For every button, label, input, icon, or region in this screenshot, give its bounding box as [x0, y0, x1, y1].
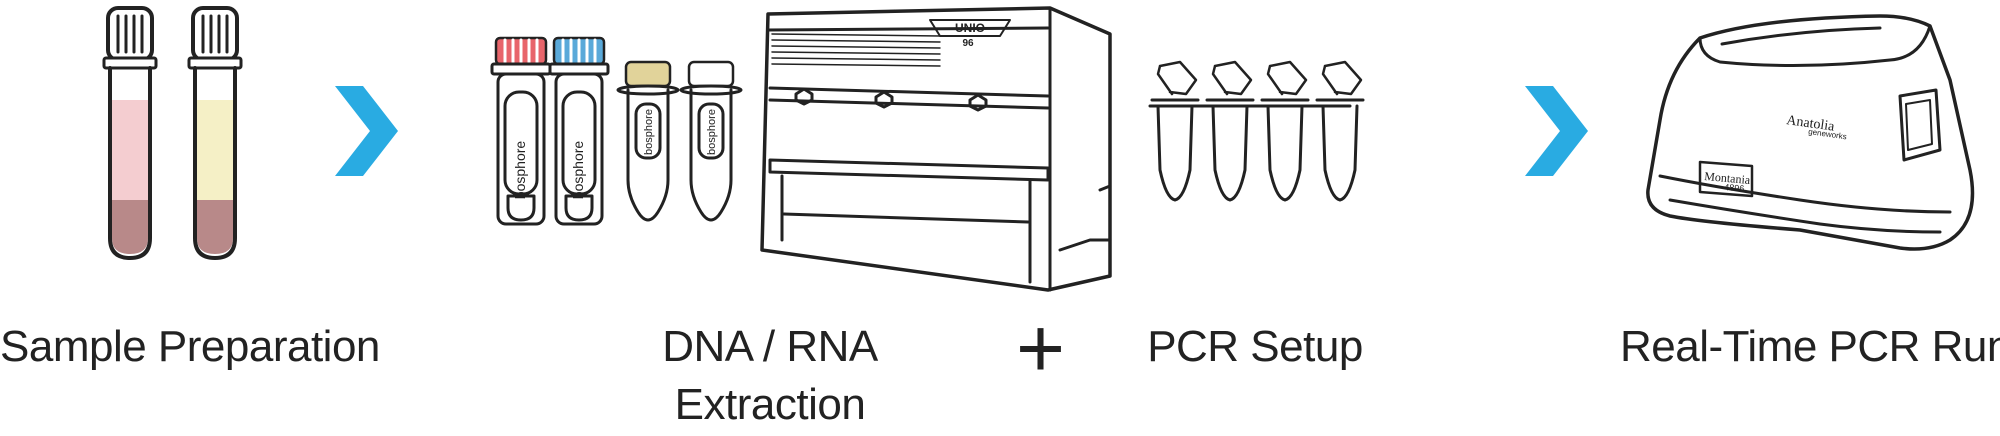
step-label-extraction-line1: DNA / RNA: [662, 322, 878, 371]
extractor-capacity-label: 96: [962, 38, 974, 49]
reagent-vial-blue-icon: [548, 36, 610, 226]
reagent-vial-red-icon: [490, 36, 552, 226]
conical-tube-white-icon: [679, 60, 743, 222]
cycler-model-label: Montania: [1704, 169, 1752, 187]
step-label-pcr-setup: PCR Setup: [1147, 322, 1363, 371]
cycler-brand-sub-label: geneworks: [1808, 127, 1848, 141]
tube-brand-label: bosphore: [706, 109, 718, 155]
tube-brand-label: bosphore: [512, 141, 528, 200]
tube-brand-label: bosphore: [643, 109, 655, 155]
cycler-brand-label: Anatolia: [1785, 113, 1836, 135]
conical-tube-khaki-icon: [616, 60, 680, 222]
tube-brand-label: bosphore: [570, 141, 586, 200]
step-label-real-time-pcr-run: Real-Time PCR Run: [1620, 322, 2000, 371]
blood-layer: [112, 200, 148, 254]
blood-tube-pink-icon: [102, 6, 158, 260]
plus-sign: +: [1016, 301, 1066, 395]
cycler-model-num-label: 4896: [1724, 182, 1745, 194]
extraction-instrument-icon: [760, 6, 1112, 292]
blood-layer: [197, 200, 233, 254]
pcr-cycler-icon: [1646, 14, 1975, 251]
extractor-model-label: UNIO: [955, 21, 985, 35]
plasma-layer: [112, 100, 148, 200]
blood-tube-yellow-icon: [187, 6, 243, 260]
chevron-right-icon: [335, 86, 398, 176]
step-label-extraction-line2: Extraction: [674, 380, 866, 429]
plasma-layer: [197, 100, 233, 200]
step-label-sample-preparation: Sample Preparation: [0, 322, 380, 371]
pcr-tube-strip-icon: [1148, 60, 1365, 202]
chevron-right-icon: [1525, 86, 1588, 176]
